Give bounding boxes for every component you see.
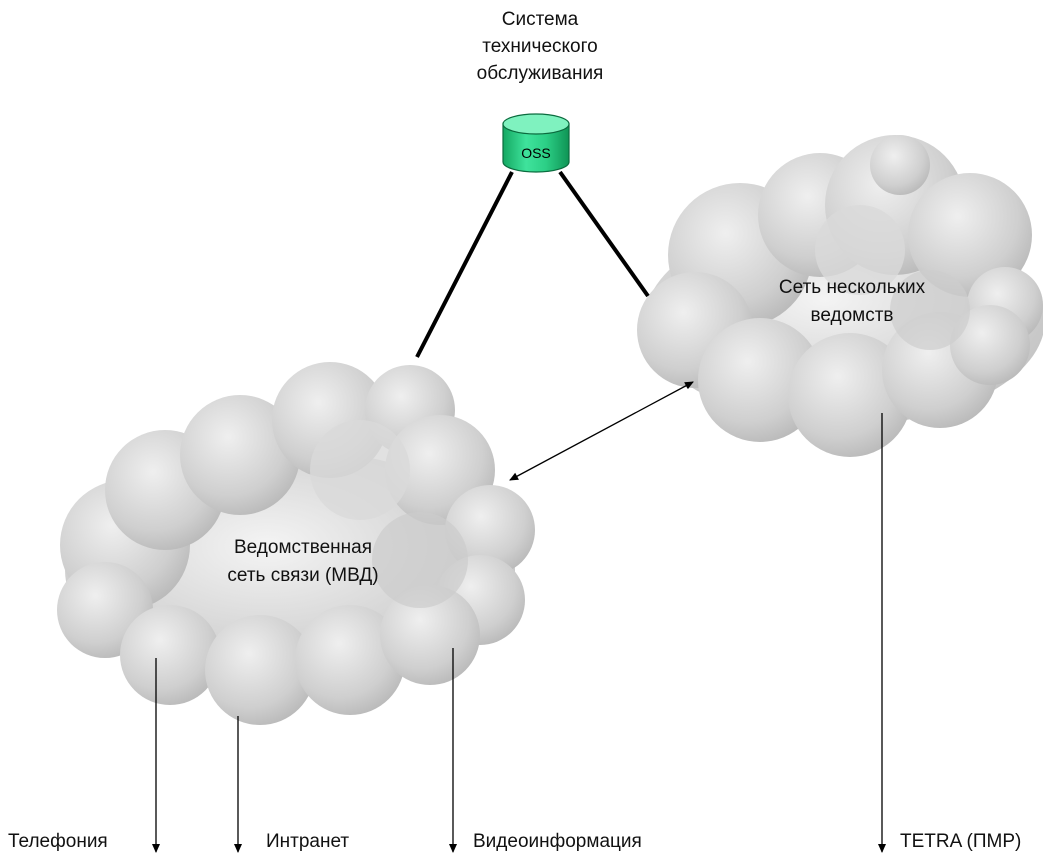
cloud-agency-network xyxy=(57,362,535,725)
oss-title: Система технического обслуживания xyxy=(440,6,640,87)
link-oss-to-agency-network xyxy=(415,171,514,358)
output-label-tetra: TETRA (ПМР) xyxy=(900,831,1022,852)
output-label-telephony: Телефония xyxy=(8,831,108,852)
cloud-multi-agency-label-line-1: Сеть нескольких xyxy=(778,277,926,298)
cloud-agency-network-label: Ведомственная сеть связи (МВД) xyxy=(188,534,418,590)
output-label-intranet: Интранет xyxy=(266,831,350,852)
output-label-video: Видеоинформация xyxy=(473,831,642,852)
oss-title-line-1: Система xyxy=(501,9,579,30)
cloud-agency-network-label-line-1: Ведомственная xyxy=(233,537,373,558)
cloud-multi-agency-label: Сеть нескольких ведомств xyxy=(742,274,962,330)
cloud-agency-network-label-line-2: сеть связи (МВД) xyxy=(227,565,379,586)
link-between-clouds xyxy=(509,381,694,481)
oss-title-line-2: технического xyxy=(482,36,598,57)
cloud-multi-agency xyxy=(637,135,1043,457)
oss-db-label: OSS xyxy=(521,145,551,161)
cloud-multi-agency-label-line-2: ведомств xyxy=(810,305,894,326)
oss-title-line-3: обслуживания xyxy=(476,63,604,84)
link-oss-to-multi-agency xyxy=(558,170,650,298)
oss-database-icon: OSS xyxy=(502,113,570,173)
